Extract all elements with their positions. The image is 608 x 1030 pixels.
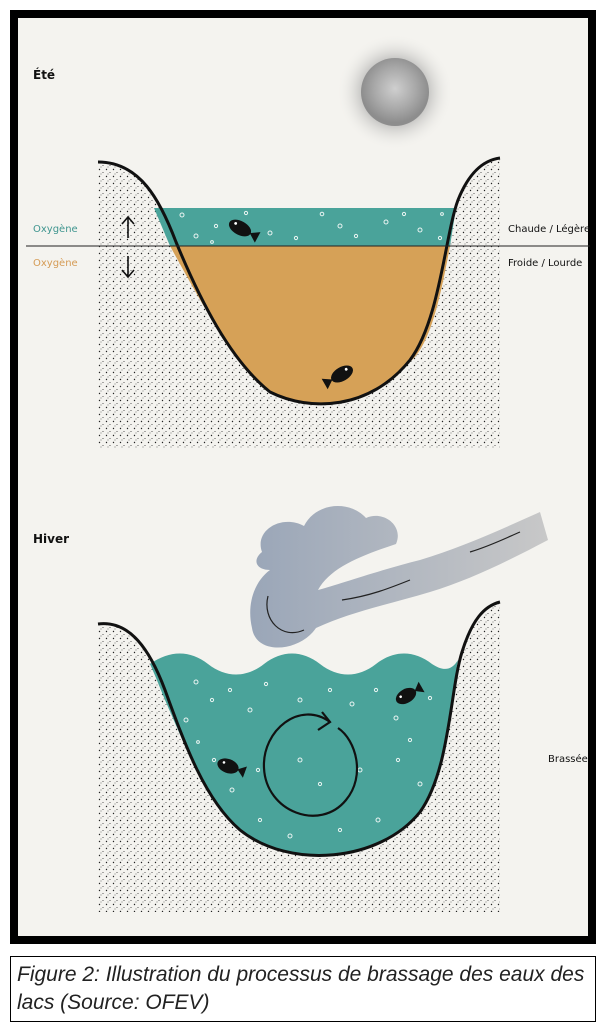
oxygen-label-top: Oxygène (33, 224, 78, 235)
layer-label-top: Chaude / Légère (508, 224, 590, 235)
summer-title: Été (33, 68, 55, 82)
sun-icon (337, 34, 453, 150)
figure-caption: Figure 2: Illustration du processus de b… (10, 956, 596, 1022)
mixing-label: Brassée (548, 754, 588, 765)
summer-warm-layer (154, 208, 456, 246)
oxygen-label-bottom: Oxygène (33, 258, 78, 269)
winter-title: Hiver (33, 532, 69, 546)
layer-label-bottom: Froide / Lourde (508, 258, 582, 269)
wind-cloud-icon (250, 506, 548, 648)
